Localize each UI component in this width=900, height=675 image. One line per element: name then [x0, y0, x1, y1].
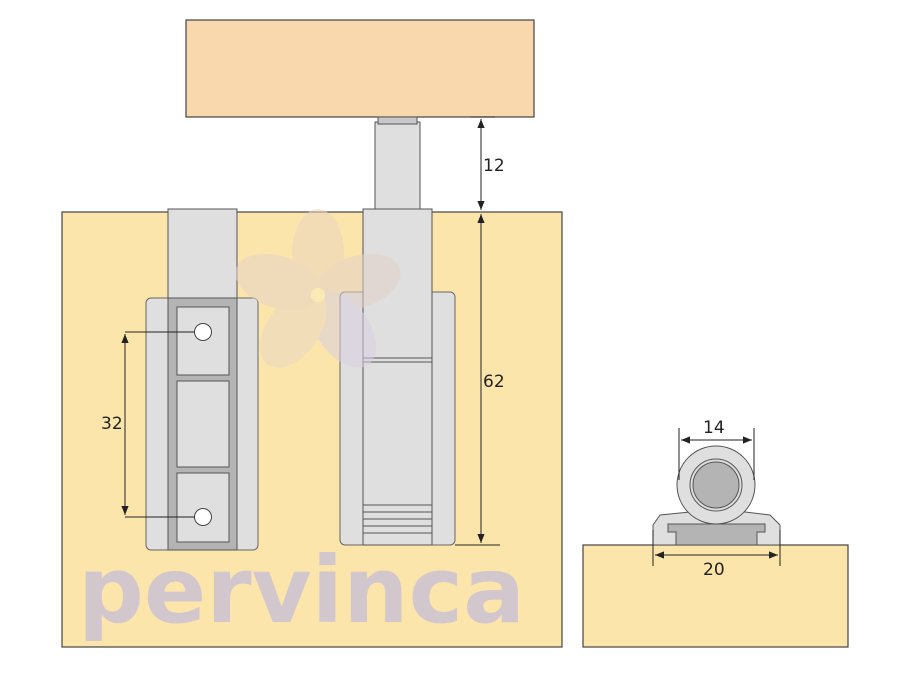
dimension-label-62: 62 — [483, 372, 505, 392]
screw-hole-icon — [194, 323, 212, 341]
dimension-label-14: 14 — [703, 418, 725, 438]
dimension-label-20: 20 — [703, 560, 725, 580]
watermark-text: pervinca — [78, 537, 525, 644]
watermark-logo — [235, 209, 401, 368]
top-board — [185, 19, 535, 118]
dimension-label-32: 32 — [101, 414, 123, 434]
dimension-label-12: 12 — [483, 156, 505, 176]
screw-hole-icon — [194, 508, 212, 526]
plunger — [374, 116, 421, 215]
side-panel — [582, 544, 849, 648]
mounting-plate — [145, 208, 259, 551]
dimension-lines — [121, 116, 781, 566]
latch-side-view — [652, 445, 781, 546]
